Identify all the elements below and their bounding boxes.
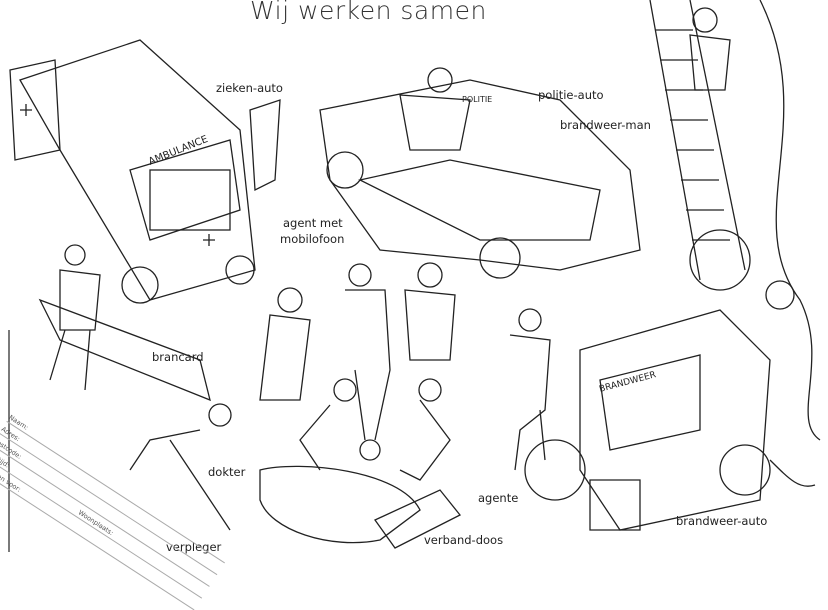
label-police-car: politie-auto (538, 88, 604, 102)
page-title: Wij werken samen (250, 0, 487, 25)
police-car-drawing: POLITIE (319, 79, 641, 279)
label-agent-line2: mobilofoon (280, 232, 345, 246)
label-fire-truck: brandweer-auto (676, 514, 768, 528)
people-drawing (38, 7, 731, 544)
label-first-aid-kit: verband-doos (424, 533, 504, 547)
svg-text:BRANDWEER: BRANDWEER (598, 370, 657, 395)
label-doctor: dokter (208, 465, 246, 479)
label-policewoman: agente (478, 491, 519, 505)
svg-text:AMBULANCE: AMBULANCE (147, 134, 210, 168)
first-aid-kit-drawing (374, 489, 462, 549)
label-stretcher: brancard (152, 350, 204, 364)
label-nurse: verpleger (166, 540, 222, 554)
fire-truck-drawing: BRANDWEER (524, 309, 771, 531)
ladder-drawing (649, 0, 821, 441)
hose-drawing (769, 459, 816, 487)
coloring-illustration: AMBULANCE POLITIE BRANDWEER (8, 0, 821, 552)
svg-text:POLITIE: POLITIE (462, 95, 492, 104)
label-agent-line1: agent met (283, 216, 343, 230)
ambulance-drawing: AMBULANCE (9, 39, 281, 304)
label-fireman: brandweer-man (560, 118, 651, 132)
label-ambulance: zieken-auto (216, 81, 283, 95)
